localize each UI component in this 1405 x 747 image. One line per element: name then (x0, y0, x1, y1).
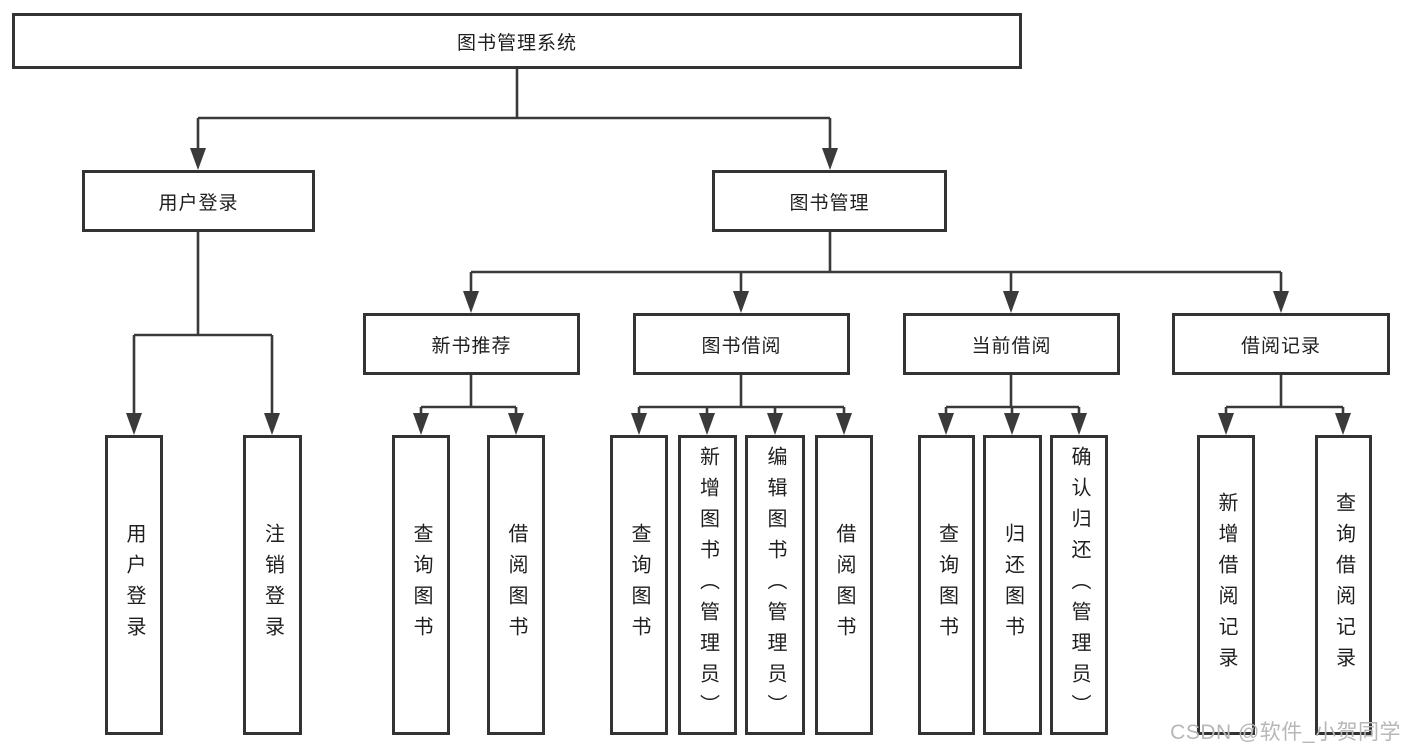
leaf-user-login-label: 用户登录 (123, 523, 145, 647)
leaf-query-books-1-label: 查询图书 (410, 523, 432, 647)
node-borrowing-records-label: 借阅记录 (1240, 335, 1321, 357)
node-user-login-label: 用户登录 (158, 192, 239, 214)
leaf-borrow-books-1-label: 借阅图书 (505, 523, 527, 647)
leaf-query-books-2-label: 查询图书 (628, 523, 650, 647)
leaf-confirm-return-admin-label: 确认归还（管理员） (1068, 445, 1090, 725)
leaf-query-books-1: 查询图书 (392, 435, 450, 735)
node-user-login: 用户登录 (82, 170, 315, 232)
leaf-add-books-admin: 新增图书（管理员） (678, 435, 737, 735)
leaf-logout-label: 注销登录 (261, 523, 284, 647)
leaf-query-books-3-label: 查询图书 (935, 523, 958, 647)
arrowheads (126, 148, 1351, 435)
node-borrowing-records: 借阅记录 (1172, 313, 1390, 375)
leaf-logout: 注销登录 (243, 435, 302, 735)
node-current-borrowing: 当前借阅 (903, 313, 1120, 375)
leaf-add-borrow-record: 新增借阅记录 (1197, 435, 1255, 735)
leaf-edit-books-admin: 编辑图书（管理员） (745, 435, 805, 735)
node-root-label: 图书管理系统 (456, 32, 577, 54)
node-book-borrowing: 图书借阅 (633, 313, 850, 375)
leaf-query-books-2: 查询图书 (610, 435, 668, 735)
node-new-book-recommend-label: 新书推荐 (431, 335, 512, 357)
leaf-edit-books-admin-label: 编辑图书（管理员） (764, 445, 786, 725)
leaf-confirm-return-admin: 确认归还（管理员） (1050, 435, 1108, 735)
leaf-query-borrow-record: 查询借阅记录 (1315, 435, 1372, 735)
leaf-borrow-books-2-label: 借阅图书 (833, 523, 855, 647)
leaf-query-books-3: 查询图书 (918, 435, 975, 735)
node-book-management-label: 图书管理 (789, 192, 870, 214)
leaf-borrow-books-1: 借阅图书 (487, 435, 545, 735)
leaf-add-books-admin-label: 新增图书（管理员） (696, 445, 719, 725)
node-book-borrowing-label: 图书借阅 (701, 335, 782, 357)
node-root: 图书管理系统 (12, 13, 1022, 69)
leaf-return-books: 归还图书 (983, 435, 1042, 735)
leaf-user-login: 用户登录 (105, 435, 163, 735)
node-book-management: 图书管理 (712, 170, 947, 232)
csdn-watermark: CSDN @软件_小贺同学 (1170, 721, 1401, 744)
leaf-borrow-books-2: 借阅图书 (815, 435, 873, 735)
node-new-book-recommend: 新书推荐 (363, 313, 580, 375)
leaf-return-books-label: 归还图书 (1001, 523, 1024, 647)
leaf-query-borrow-record-label: 查询借阅记录 (1332, 492, 1355, 678)
node-current-borrowing-label: 当前借阅 (971, 335, 1052, 357)
leaf-add-borrow-record-label: 新增借阅记录 (1215, 492, 1237, 678)
